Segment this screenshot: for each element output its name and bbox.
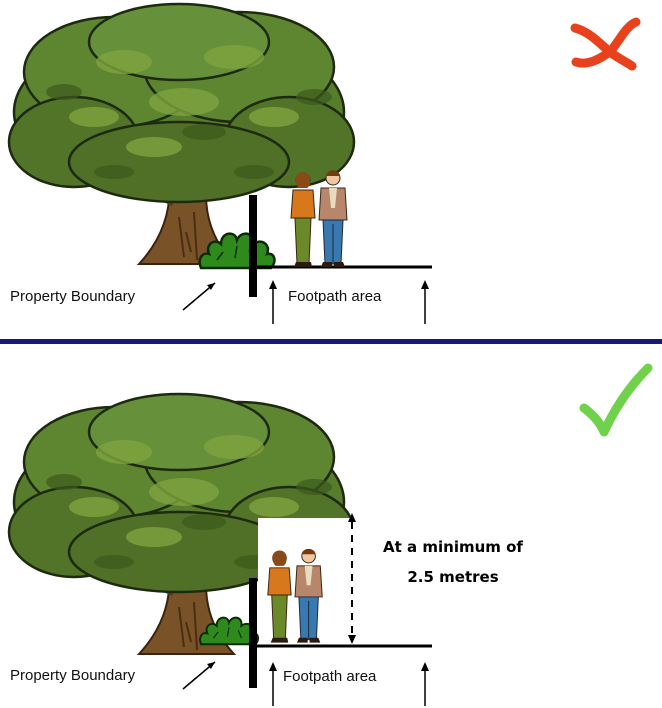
- footpath-arrow-left: [269, 280, 277, 324]
- footpath-arrow-right: [421, 662, 429, 706]
- footpath-area-label: Footpath area: [283, 668, 377, 685]
- boundary-pointer-arrowhead: [207, 662, 215, 669]
- clearance-label-line1: At a minimum of: [383, 538, 523, 556]
- bottom-panel: At a minimum of 2.5 metres Property Boun…: [9, 363, 653, 706]
- footpath-arrow-right: [421, 280, 429, 324]
- footpath-area-label: Footpath area: [288, 288, 382, 305]
- property-boundary-label: Property Boundary: [10, 667, 136, 684]
- property-boundary-label: Property Boundary: [10, 288, 136, 305]
- panel-divider: [0, 339, 662, 344]
- pedestrians-illustration: [290, 170, 348, 268]
- top-panel: Property Boundary Footpath area: [9, 4, 641, 324]
- red-cross-icon: [570, 17, 641, 71]
- clearance-label-line2: 2.5 metres: [407, 568, 498, 586]
- boundary-post: [249, 195, 257, 297]
- boundary-post: [249, 578, 257, 688]
- clearance-height-arrow: [348, 513, 356, 644]
- green-check-icon: [579, 363, 653, 437]
- boundary-pointer-arrowhead: [207, 283, 215, 290]
- footpath-arrow-left: [269, 662, 277, 706]
